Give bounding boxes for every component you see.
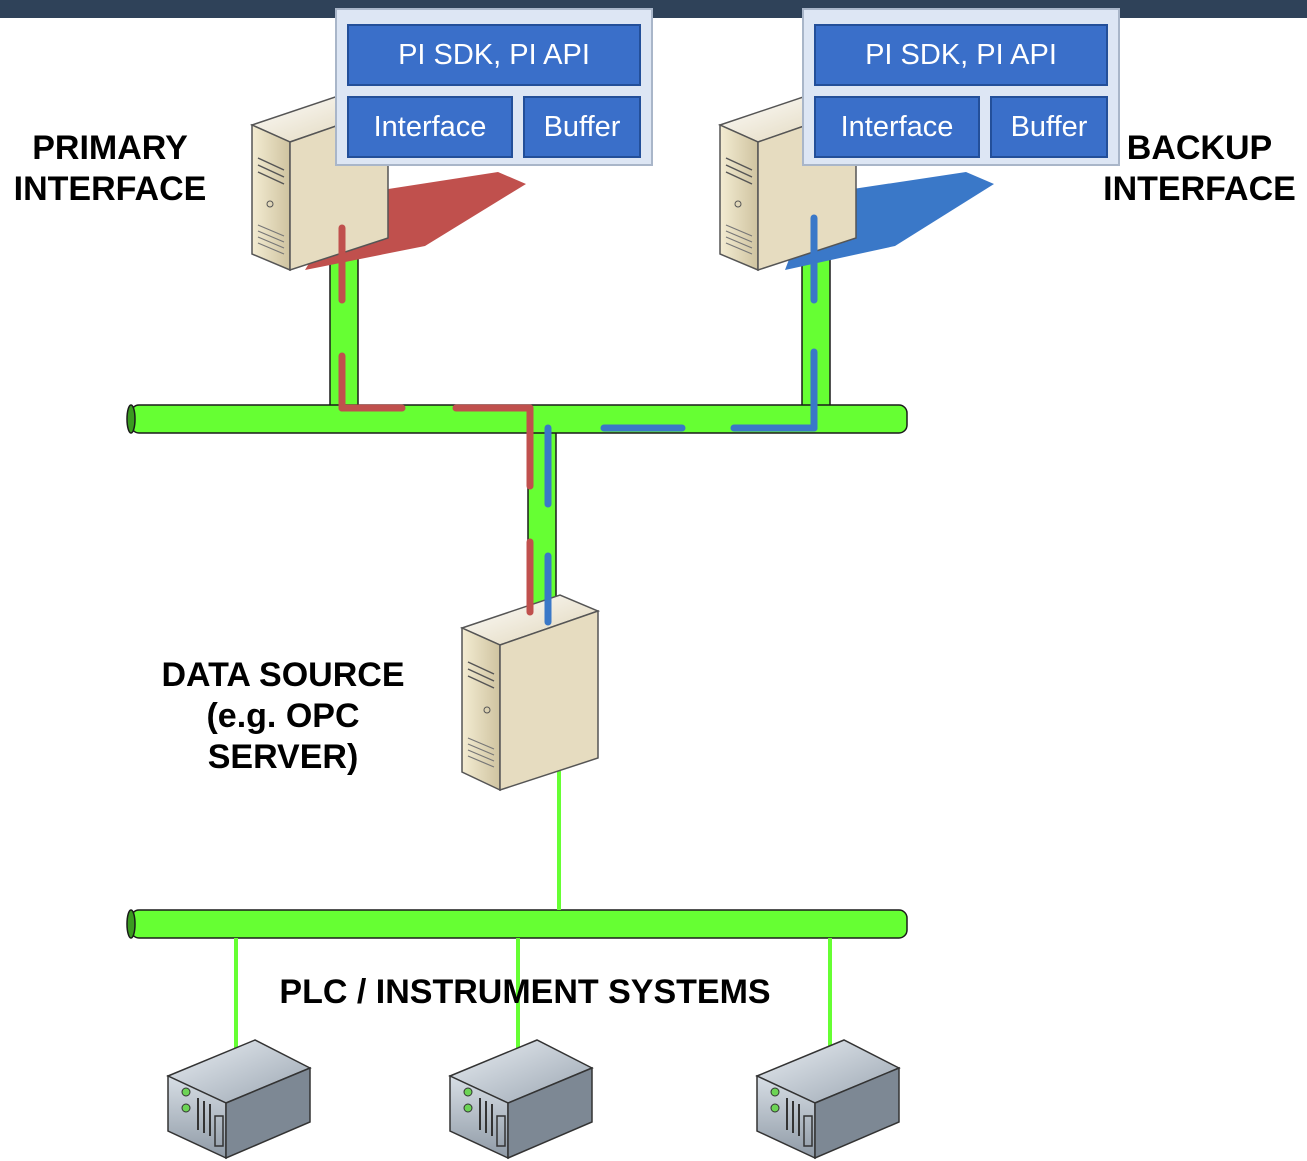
backup-software-stack: PI SDK, PI API Interface Buffer [802,8,1120,166]
backup-label-line-2: INTERFACE [1103,170,1296,208]
primary-interface-block: Interface [347,96,513,158]
backup-buffer-block: Buffer [990,96,1108,158]
upper-network-bus [126,404,908,434]
data-source-line-2: (e.g. OPC [206,697,360,735]
data-source-server-icon [459,594,601,792]
primary-pi-sdk-block: PI SDK, PI API [347,24,641,86]
primary-interface-label: PRIMARY INTERFACE [0,128,220,210]
backup-interface-block: Interface [814,96,980,158]
primary-label-line-2: INTERFACE [13,170,207,208]
primary-label-line-1: PRIMARY [32,129,188,167]
plc-device-1-icon [166,1039,312,1160]
network-links [329,257,831,627]
plc-device-3-icon [755,1039,901,1160]
backup-data-path [544,214,818,626]
primary-software-stack: PI SDK, PI API Interface Buffer [335,8,653,166]
lower-network-bus [126,909,908,939]
plc-device-2-icon [448,1039,594,1160]
primary-buffer-block: Buffer [523,96,641,158]
backup-pi-sdk-block: PI SDK, PI API [814,24,1108,86]
plc-systems-label: PLC / INSTRUMENT SYSTEMS [279,973,771,1011]
data-source-label: DATA SOURCE (e.g. OPC SERVER) [140,655,426,778]
backup-interface-label: BACKUP INTERFACE [1092,128,1307,210]
backup-label-line-1: BACKUP [1126,129,1273,167]
data-source-line-1: DATA SOURCE [161,656,405,694]
primary-data-path [338,224,534,616]
data-source-line-3: SERVER) [207,738,359,776]
